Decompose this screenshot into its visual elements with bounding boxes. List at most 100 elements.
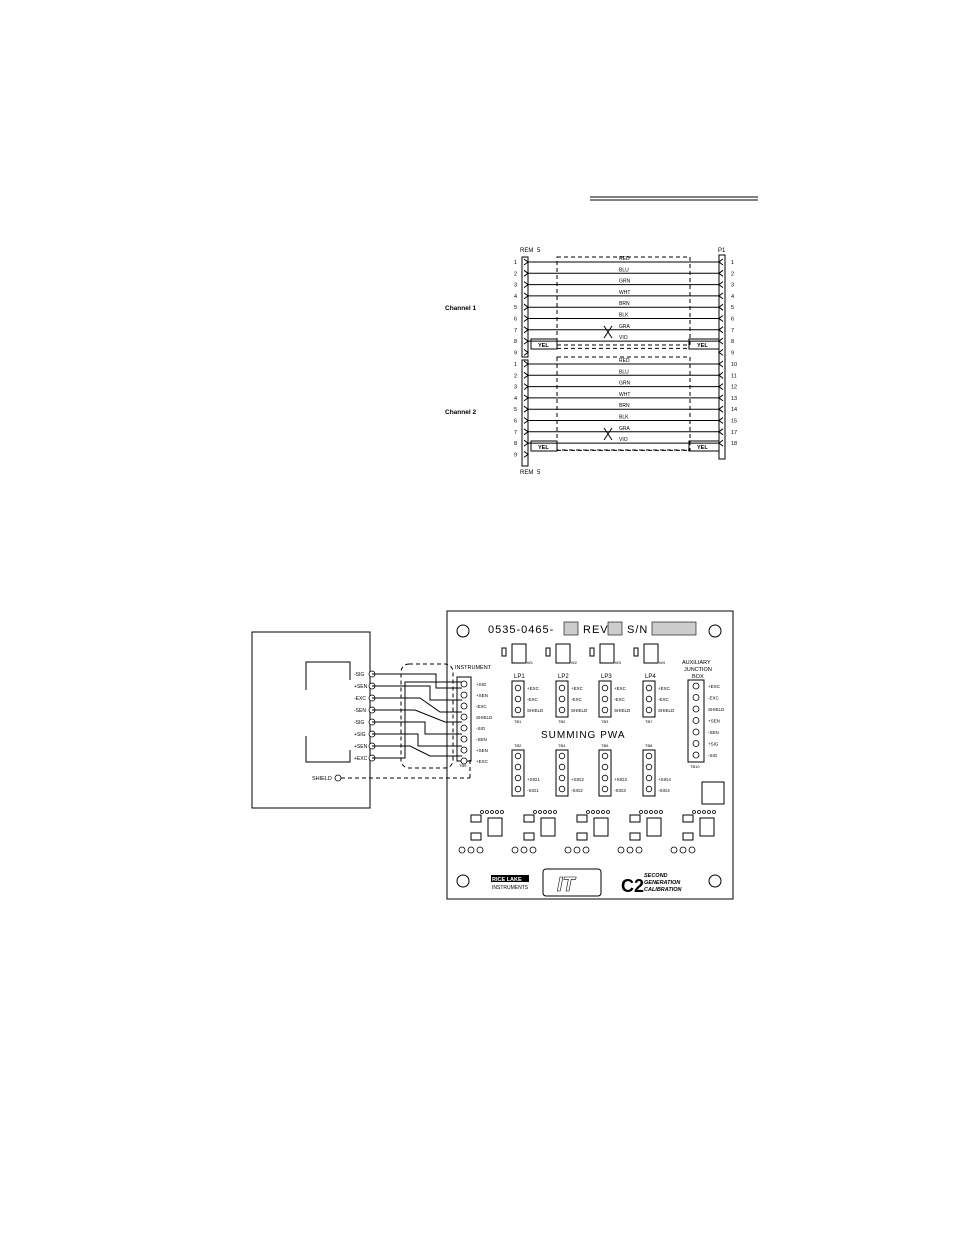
- sig-block-terminal: [558, 752, 566, 760]
- load-point-terminal: [558, 695, 566, 703]
- aux-label-2: JUNCTION: [684, 667, 712, 673]
- twist-mark-ch1: [603, 325, 613, 339]
- resistor: [523, 814, 535, 823]
- test-point: [688, 846, 696, 854]
- via: [548, 810, 552, 814]
- instrument-tb-label: SHIELD: [476, 715, 493, 720]
- p1-label: P1: [718, 248, 726, 254]
- sig-block-terminal-label: +SIG1: [527, 777, 540, 782]
- instrument-terminal-label: +SEN: [354, 684, 368, 690]
- instrument-tb-terminal: [460, 757, 468, 765]
- via: [490, 810, 494, 814]
- wire-color-label: GRN: [619, 279, 631, 285]
- left-connector-ch2: [521, 359, 529, 467]
- load-point-terminal: [514, 695, 522, 703]
- right-pin-number: 13: [731, 396, 737, 402]
- aux-terminal-label: -SIG: [708, 753, 718, 758]
- via: [538, 810, 542, 814]
- left-pin-number: 2: [514, 373, 517, 379]
- trim-pot: [487, 817, 503, 837]
- sig-block-terminal-label: -SIG4: [658, 788, 670, 793]
- load-point-tb-label: TB2: [558, 719, 566, 724]
- sig-block: [555, 749, 569, 797]
- wire-5: [372, 721, 462, 735]
- load-point-terminal-label: +EXC: [658, 686, 671, 691]
- left-pin-number: 5: [514, 305, 517, 311]
- aux-terminal: [692, 705, 700, 713]
- yel-left-box-ch2: [530, 440, 558, 452]
- wire-8: [372, 681, 462, 759]
- sig-block-tb-label: TB8: [645, 743, 653, 748]
- load-point-terminal-label: -EXC: [658, 697, 670, 702]
- left-pin-number: 8: [514, 339, 517, 345]
- instrument-bracket-bottom: [305, 736, 351, 763]
- jumper-label: W2: [571, 660, 578, 665]
- yel-right-box-ch2: [688, 440, 720, 452]
- via: [495, 810, 499, 814]
- sig-block-terminal: [558, 763, 566, 771]
- left-pin-chevron: [523, 337, 529, 345]
- shield-ch2: [556, 356, 691, 451]
- it-logo: IT: [557, 874, 577, 896]
- left-pin-number: 7: [514, 328, 517, 334]
- aux-terminal: [692, 740, 700, 747]
- via: [543, 810, 547, 814]
- instrument-tb-label: INSTRUMENT: [455, 665, 492, 671]
- load-point-label: LP3: [601, 674, 612, 680]
- wire-color-label: BRN: [619, 301, 630, 307]
- mount-hole-tr: [708, 624, 722, 638]
- wire-color-label: RED: [619, 256, 630, 262]
- yel-right-ch2: YEL: [697, 445, 708, 451]
- left-pin-number: 1: [514, 260, 517, 266]
- rem-top-suffix: 5: [537, 248, 541, 254]
- sig-block-terminal: [645, 785, 653, 793]
- sig-block: [598, 749, 612, 797]
- right-pin-chevron: [718, 326, 724, 334]
- right-pin-chevron: [718, 269, 724, 277]
- sn-label: S/N: [627, 624, 648, 636]
- via: [500, 810, 504, 814]
- left-pin-number: 9: [514, 452, 517, 458]
- instrument-tb-label: -EXC: [476, 704, 488, 709]
- wire-1: [372, 673, 462, 689]
- load-point-label: LP2: [558, 674, 569, 680]
- right-pin-number: 3: [731, 283, 734, 289]
- resistor: [682, 814, 694, 823]
- instrument-tb-label: -SIG: [476, 726, 486, 731]
- sig-block-terminal: [514, 763, 522, 771]
- right-pin-chevron: [718, 405, 724, 413]
- left-pin-number: 4: [514, 294, 517, 300]
- test-point: [582, 846, 590, 854]
- instrument-bracket-top: [305, 661, 351, 690]
- right-pin-number: 18: [731, 441, 737, 447]
- resistor: [629, 814, 641, 823]
- wire-color-label: RED: [619, 358, 630, 364]
- test-point: [635, 846, 643, 854]
- wire-2: [372, 685, 462, 701]
- test-point: [564, 846, 572, 854]
- left-pin-number: 8: [514, 441, 517, 447]
- aux-label-1: AUXILIARY: [682, 660, 711, 666]
- sig-block-terminal: [601, 785, 609, 793]
- instrument-tb-label: -SEN: [476, 737, 487, 742]
- instrument-terminal-label: +SEN: [354, 744, 368, 750]
- instrument-tb-label: +SEN: [476, 693, 488, 698]
- instrument-tb-terminal: [460, 724, 468, 732]
- resistor: [470, 814, 482, 823]
- left-pin-number: 6: [514, 317, 517, 323]
- mount-hole-bl: [456, 874, 470, 888]
- board-outline: [446, 610, 734, 900]
- right-pin-chevron: [718, 383, 724, 390]
- test-point: [573, 846, 581, 854]
- trim-pot: [593, 817, 609, 837]
- left-pin-chevron: [523, 394, 529, 402]
- test-point: [529, 846, 537, 854]
- right-pin-chevron: [718, 303, 724, 311]
- sig-block-terminal: [601, 774, 609, 782]
- part-number-box: [563, 621, 579, 636]
- rev-box: [607, 621, 623, 636]
- aux-terminal: [692, 751, 700, 759]
- c2-line-2: GENERATION: [644, 880, 681, 886]
- via: [712, 810, 716, 814]
